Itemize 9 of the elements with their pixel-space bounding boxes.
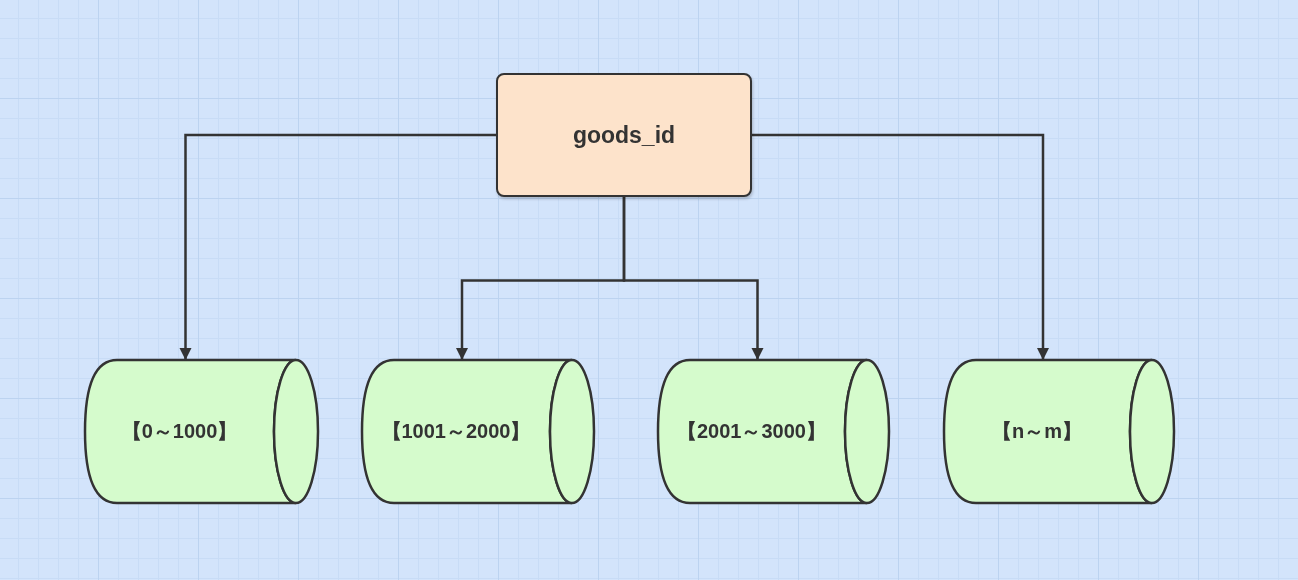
arrow	[752, 133, 1050, 360]
range-label: 【n～m】	[992, 419, 1082, 444]
range-label: 【2001～3000】	[677, 419, 826, 444]
range-label: 【1001～2000】	[381, 419, 531, 444]
process-box	[496, 73, 752, 197]
arrow	[179, 133, 496, 360]
node-label: goods_id	[572, 121, 676, 149]
range-label: 【0～1000】	[121, 419, 238, 444]
arrow	[622, 197, 764, 360]
